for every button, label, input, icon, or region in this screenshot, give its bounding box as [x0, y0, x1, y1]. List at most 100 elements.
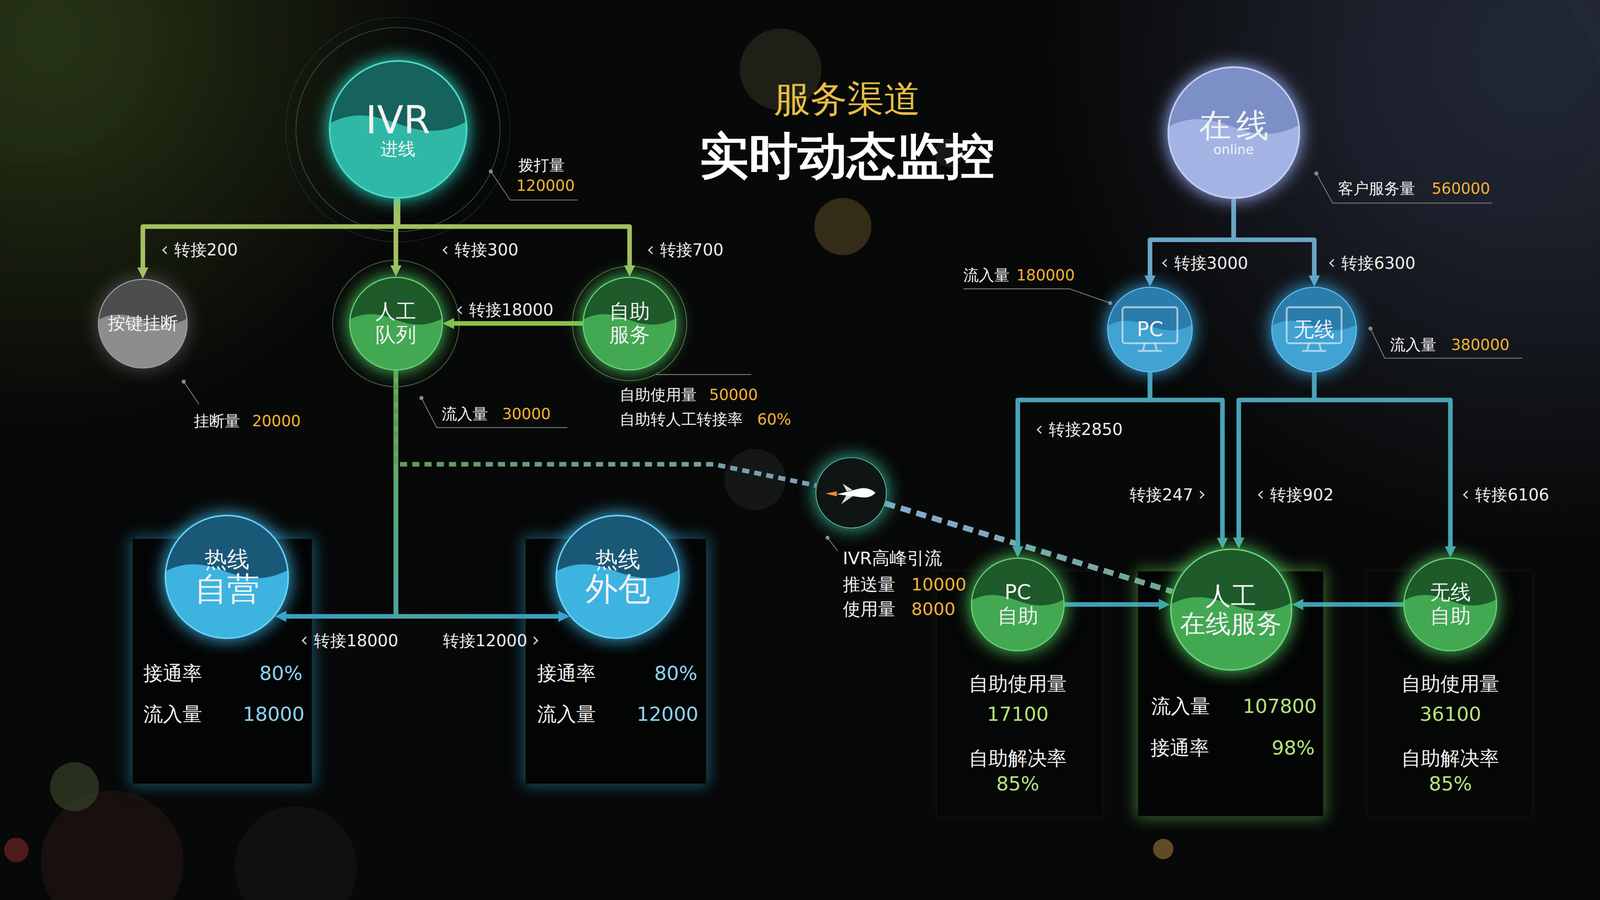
subtitle: 服务渠道 — [773, 77, 921, 120]
channel-circle: 在线online — [1167, 66, 1300, 199]
connector — [1064, 602, 1165, 607]
stat-text: 接通率 — [1150, 737, 1210, 760]
text-anchor-box: 流入量 — [963, 266, 1010, 285]
callout-label: 50000 — [709, 386, 758, 404]
callout-label: 120000 — [516, 177, 575, 195]
node-title: 自助 服务 — [609, 300, 650, 348]
circle-text-box: PC 自助 — [970, 557, 1065, 652]
stat-text: IVR高峰引流 — [842, 548, 943, 569]
stat-text: 85% — [996, 772, 1040, 796]
chevron-icon — [1036, 425, 1045, 434]
chevron-icon — [162, 245, 171, 255]
stat-text: 接通率 — [537, 662, 596, 686]
circle-fill — [1403, 557, 1498, 652]
text-anchor-box: 50000 — [709, 386, 758, 404]
text-anchor-box: 12000 — [636, 703, 699, 727]
text-anchor-box: 380000 — [1450, 336, 1510, 354]
circle-fill — [164, 514, 290, 640]
node-title: online — [1213, 142, 1254, 158]
edge-label-box: 转接6106 — [1464, 485, 1550, 505]
circle-shape — [815, 457, 887, 529]
edge-label: 转接6300 — [1341, 253, 1416, 273]
monitor-stand — [1137, 343, 1163, 352]
rocket-body — [836, 488, 876, 498]
edge-label: 转接18000 — [469, 300, 554, 320]
circle-text-box: 人工 在线服务 — [1170, 548, 1293, 671]
bokeh-dot — [724, 449, 786, 511]
circle-fill — [1271, 286, 1358, 373]
leader-dot — [1314, 171, 1319, 176]
edge-label: 转接300 — [454, 240, 519, 260]
text-anchor-box: 85% — [1428, 772, 1472, 796]
callout-label: 20000 — [252, 412, 301, 430]
node-title: PC 自助 — [997, 580, 1039, 628]
circle-fill — [1170, 548, 1293, 671]
stat-text: 自助解决率 — [1401, 747, 1500, 770]
stat-text: 8000 — [911, 599, 956, 620]
leader-dot — [419, 395, 424, 400]
stat-text: 10000 — [911, 574, 967, 595]
connector — [448, 321, 583, 326]
circle-rim — [165, 515, 289, 639]
circle-fill — [1107, 286, 1193, 373]
circle-text-box: 热线外包 — [555, 514, 680, 640]
connector — [1017, 372, 1150, 553]
channel-circle: 人工 队列 — [349, 276, 443, 371]
monitor-icon — [1122, 307, 1178, 344]
text-anchor-box: 服务渠道 — [773, 77, 921, 120]
text-anchor-box: 180000 — [1016, 266, 1075, 285]
circle-fill — [97, 278, 188, 369]
bokeh-dot — [234, 806, 358, 900]
text-anchor-box: 17100 — [987, 703, 1049, 727]
text-anchor-box: 拨打量 — [518, 156, 565, 175]
edge-label-box: 转接18000 — [302, 631, 399, 650]
edge-label: 转接200 — [174, 240, 238, 260]
text-anchor-box: 自助使用量 — [1401, 672, 1500, 696]
chevron-icon — [530, 636, 539, 645]
channel-circle: IVR进线 — [328, 60, 468, 199]
leader-line — [827, 537, 838, 552]
node-title: PC — [1136, 317, 1164, 342]
edge-label: 转接3000 — [1174, 253, 1249, 273]
edge-label: 转接18000 — [313, 631, 399, 650]
text-anchor-box: 36100 — [1419, 703, 1482, 727]
circle-text-box: 无线 — [1271, 286, 1358, 373]
circle-rim — [349, 277, 443, 370]
channel-circle: IVR高峰引流推送量10000使用量8000 — [815, 457, 887, 529]
text-anchor-box: 自助解决率 — [968, 747, 1067, 770]
leader-dot — [825, 535, 830, 540]
edge-label-box: 转接3000 — [1163, 253, 1249, 273]
channel-circle: 按键挂断 — [97, 278, 188, 369]
circle-fill — [815, 457, 887, 529]
text-anchor-box: 30000 — [502, 405, 551, 423]
stat-text: 12000 — [636, 703, 699, 727]
connector — [280, 370, 396, 617]
circle-text-box: 自助 服务 — [582, 276, 677, 371]
stat-text: 接通率 — [143, 662, 203, 686]
text-anchor-box: 流入量 — [1390, 336, 1437, 354]
wave-fill — [555, 564, 680, 640]
stat-text: 18000 — [242, 703, 305, 727]
bokeh-dot — [4, 837, 29, 863]
edge-label: 转接902 — [1270, 485, 1334, 505]
chevron-icon — [442, 245, 451, 255]
node-title: IVR — [365, 100, 431, 140]
text-anchor-box: 80% — [654, 662, 698, 686]
circle-rim — [556, 515, 680, 639]
monitor-icon — [1286, 307, 1342, 344]
chevron-icon — [1196, 490, 1205, 500]
text-anchor-box: 接通率 — [537, 662, 596, 686]
callout-label: 流入量 — [1390, 336, 1437, 354]
circle-fill — [555, 514, 680, 640]
stat-text: 107800 — [1242, 695, 1318, 718]
node-title: 在线 — [1193, 108, 1274, 143]
halo-ring — [572, 266, 687, 381]
panel-backdrop — [936, 571, 1103, 817]
connector — [142, 199, 398, 274]
callout-label: 拨打量 — [518, 156, 565, 175]
circle-rim — [1272, 287, 1357, 373]
node-title: 热线 — [595, 547, 641, 572]
circle-fill — [328, 60, 468, 199]
stat-text: 使用量 — [842, 599, 896, 620]
